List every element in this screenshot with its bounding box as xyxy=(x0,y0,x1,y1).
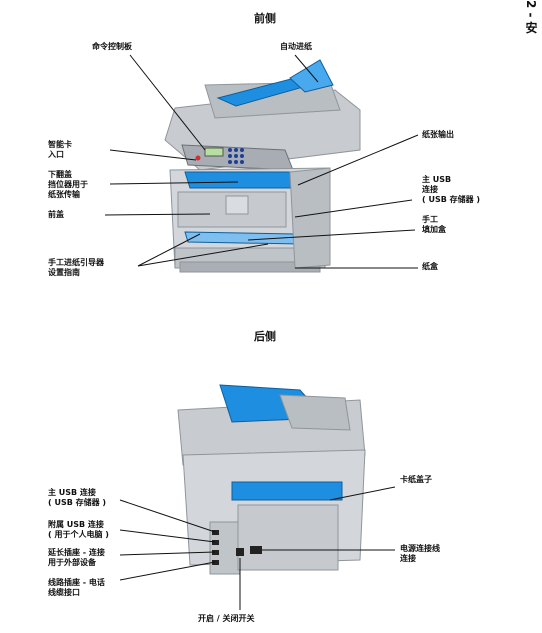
label-lower-flap: 下翻盖 挡位器用于 纸张传输 xyxy=(48,170,88,199)
label-usb-main-back: 主 USB 连接 ( USB 存储器 ) xyxy=(48,488,107,507)
back-title: 后侧 xyxy=(254,330,276,343)
section-tab: 2 - 安 xyxy=(524,0,538,34)
label-paper-jam-cover: 卡纸盖子 xyxy=(400,475,432,484)
back-printer-illustration xyxy=(177,384,366,575)
label-auto-feeder: 自动进纸 xyxy=(280,42,312,51)
front-title: 前侧 xyxy=(254,12,276,25)
label-smart-card: 智能卡 入口 xyxy=(48,140,72,159)
label-usb-pc: 附属 USB 连接 ( 用于个人电脑 ) xyxy=(48,520,109,539)
label-paper-tray: 纸盒 xyxy=(422,262,438,271)
label-command-panel: 命令控制板 xyxy=(92,42,132,51)
label-line-socket: 线路插座 - 电话 线缆接口 xyxy=(48,578,105,597)
label-manual-guide: 手工进纸引导器 设置指南 xyxy=(48,258,104,277)
label-ext-socket: 延长插座 - 连接 用于外部设备 xyxy=(48,548,105,567)
label-manual-feed: 手工 填加盒 xyxy=(422,215,446,234)
label-switch: 开启 / 关闭开关 xyxy=(198,614,255,623)
label-usb-main-front: 主 USB 连接 ( USB 存储器 ) xyxy=(422,175,481,204)
front-printer-illustration xyxy=(164,59,361,273)
label-power: 电源连接线 连接 xyxy=(400,544,440,563)
label-paper-output: 纸张输出 xyxy=(422,130,454,139)
label-front-cover: 前盖 xyxy=(48,210,64,219)
